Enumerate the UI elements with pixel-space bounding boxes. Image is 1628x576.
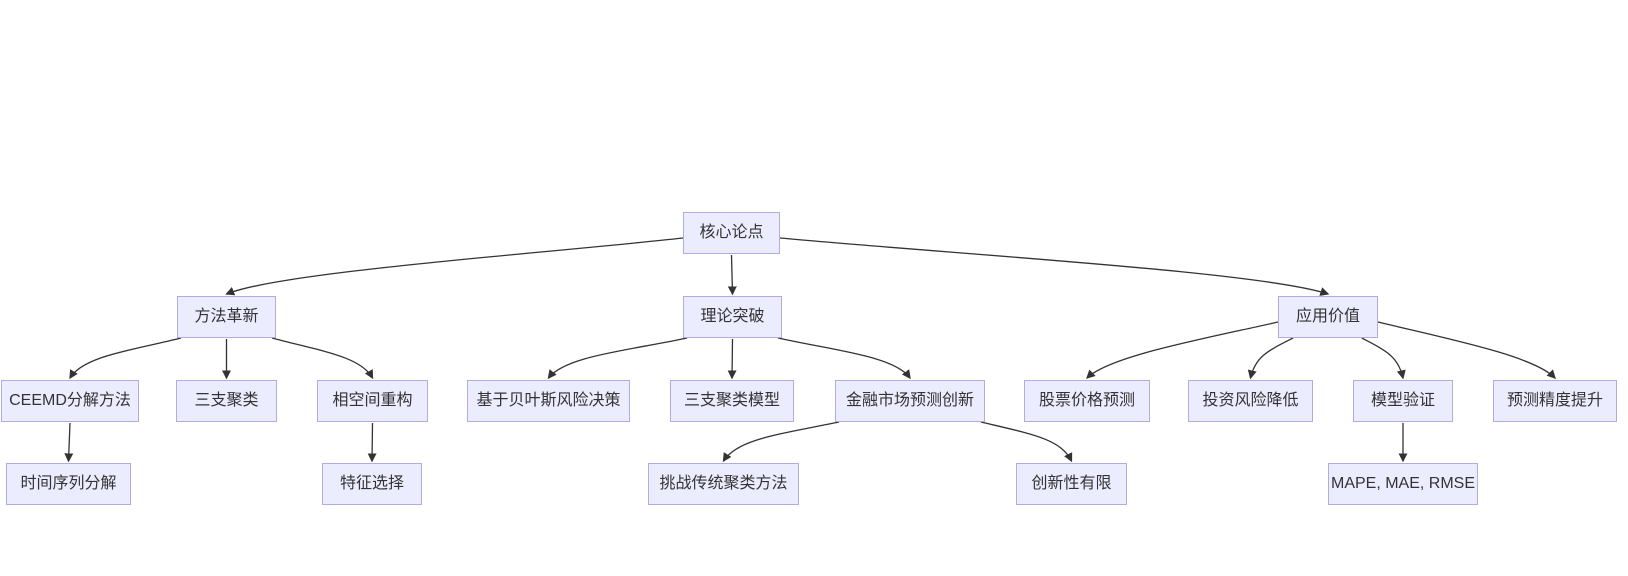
node-prediction-accuracy-improvement: 预测精度提升 (1493, 380, 1617, 422)
edge-phase-space-reconstruction-to-feature-selection (367, 422, 377, 463)
node-phase-space-reconstruction: 相空间重构 (317, 380, 428, 422)
edge-core-thesis-to-theory-breakthrough (727, 254, 737, 296)
edge-theory-breakthrough-to-three-way-cluster-model (727, 338, 737, 380)
node-model-validation: 模型验证 (1353, 380, 1453, 422)
node-feature-selection: 特征选择 (322, 463, 422, 505)
node-label-feature-selection: 特征选择 (339, 475, 404, 492)
node-label-challenge-traditional-clustering: 挑战传统聚类方法 (659, 475, 788, 492)
node-theory-breakthrough: 理论突破 (683, 296, 782, 338)
edge-application-value-to-prediction-accuracy-improvement (1377, 321, 1556, 379)
node-label-prediction-accuracy-improvement: 预测精度提升 (1506, 392, 1603, 409)
node-limited-innovation: 创新性有限 (1016, 463, 1127, 505)
edge-application-value-to-stock-price-prediction (1086, 321, 1279, 379)
node-method-innovation: 方法革新 (177, 296, 276, 338)
node-label-investment-risk-reduction: 投资风险降低 (1202, 392, 1299, 409)
node-three-way-clustering: 三支聚类 (176, 380, 277, 422)
node-financial-market-prediction-innovation: 金融市场预测创新 (835, 380, 985, 422)
node-investment-risk-reduction: 投资风险降低 (1188, 380, 1313, 422)
node-label-phase-space-reconstruction: 相空间重构 (332, 392, 413, 409)
edge-theory-breakthrough-to-financial-market-prediction-innovation (777, 337, 911, 380)
node-label-three-way-cluster-model: 三支聚类模型 (683, 392, 780, 409)
node-label-model-validation: 模型验证 (1370, 392, 1435, 409)
node-three-way-cluster-model: 三支聚类模型 (670, 380, 794, 422)
node-ceemd-decomposition: CEEMD分解方法 (1, 380, 139, 422)
node-mape-mae-rmse: MAPE, MAE, RMSE (1328, 463, 1478, 505)
node-label-application-value: 应用价值 (1295, 308, 1360, 325)
node-stock-price-prediction: 股票价格预测 (1024, 380, 1150, 422)
edge-financial-market-prediction-innovation-to-limited-innovation (980, 421, 1073, 463)
edge-ceemd-decomposition-to-time-series-decomposition (64, 422, 74, 463)
node-application-value: 应用价值 (1278, 296, 1378, 338)
node-bayesian-risk-decision: 基于贝叶斯风险决策 (467, 380, 630, 422)
node-label-core-thesis: 核心论点 (699, 224, 764, 241)
node-label-time-series-decomposition: 时间序列分解 (20, 475, 117, 492)
edge-application-value-to-model-validation (1361, 337, 1406, 380)
node-challenge-traditional-clustering: 挑战传统聚类方法 (648, 463, 799, 505)
node-label-theory-breakthrough: 理论突破 (700, 308, 765, 325)
node-label-stock-price-prediction: 股票价格预测 (1038, 392, 1135, 409)
edge-theory-breakthrough-to-bayesian-risk-decision (547, 337, 688, 380)
node-label-limited-innovation: 创新性有限 (1031, 475, 1112, 492)
node-label-method-innovation: 方法革新 (194, 308, 259, 325)
edge-core-thesis-to-method-innovation (225, 237, 684, 296)
edge-application-value-to-investment-risk-reduction (1247, 337, 1294, 380)
edge-method-innovation-to-phase-space-reconstruction (271, 337, 374, 380)
node-label-bayesian-risk-decision: 基于贝叶斯风险决策 (476, 392, 621, 409)
node-label-three-way-clustering: 三支聚类 (194, 392, 259, 409)
node-time-series-decomposition: 时间序列分解 (6, 463, 131, 505)
node-label-financial-market-prediction-innovation: 金融市场预测创新 (845, 392, 974, 409)
node-core-thesis: 核心论点 (683, 212, 780, 254)
edge-financial-market-prediction-innovation-to-challenge-traditional-clustering (722, 421, 840, 463)
edge-core-thesis-to-application-value (779, 237, 1330, 296)
edge-method-innovation-to-ceemd-decomposition (69, 337, 182, 380)
node-label-mape-mae-rmse: MAPE, MAE, RMSE (1330, 475, 1476, 492)
node-label-ceemd-decomposition: CEEMD分解方法 (9, 392, 131, 409)
